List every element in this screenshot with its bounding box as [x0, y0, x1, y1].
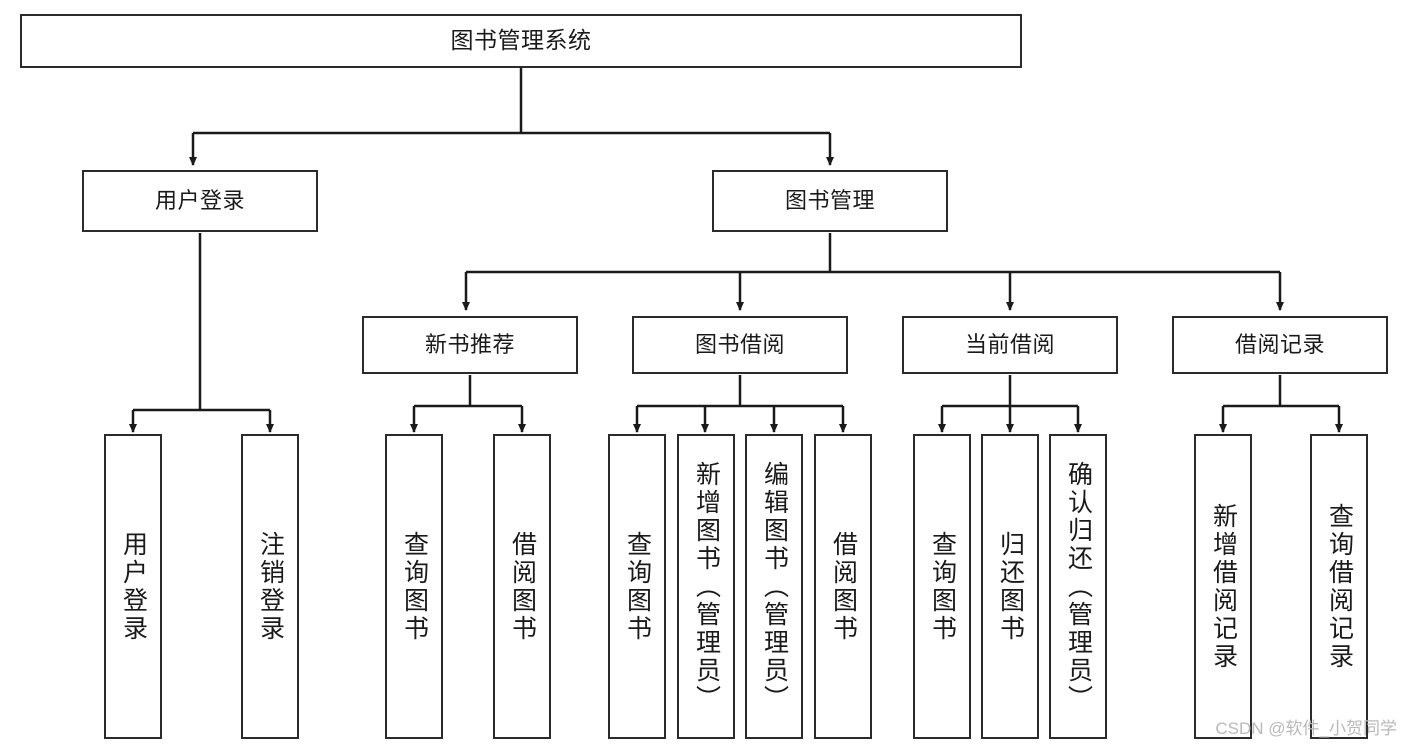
node-root-label: 图书管理系统: [450, 27, 592, 54]
node-new-book-recommend-label: 新书推荐: [424, 332, 515, 358]
node-leaf-borrow-book-1[interactable]: 借阅图书: [493, 434, 551, 739]
node-leaf-confirm-return-label: 确认归还（管理员）: [1064, 460, 1093, 713]
node-leaf-query-book-1-label: 查询图书: [400, 530, 429, 643]
node-leaf-borrow-book-1-label: 借阅图书: [508, 530, 537, 643]
node-leaf-logout-login-label: 注销登录: [256, 530, 285, 643]
node-leaf-return-book-label: 归还图书: [996, 530, 1025, 643]
node-user-login-label: 用户登录: [154, 188, 245, 214]
node-leaf-borrow-book-2[interactable]: 借阅图书: [814, 434, 872, 739]
node-leaf-query-book-3-label: 查询图书: [928, 530, 957, 643]
node-book-manage[interactable]: 图书管理: [712, 170, 948, 232]
node-new-book-recommend[interactable]: 新书推荐: [362, 316, 578, 374]
node-leaf-add-record-label: 新增借阅记录: [1209, 502, 1238, 671]
node-leaf-query-book-2[interactable]: 查询图书: [608, 434, 666, 739]
node-user-login[interactable]: 用户登录: [82, 170, 318, 232]
node-leaf-add-book-label: 新增图书（管理员）: [692, 460, 721, 713]
node-leaf-add-book[interactable]: 新增图书（管理员）: [677, 434, 735, 739]
watermark: CSDN @软件_小贺同学: [1215, 719, 1397, 738]
node-book-borrow-label: 图书借阅: [694, 332, 785, 358]
node-leaf-edit-book[interactable]: 编辑图书（管理员）: [745, 434, 803, 739]
node-leaf-query-book-2-label: 查询图书: [623, 530, 652, 643]
node-book-borrow[interactable]: 图书借阅: [632, 316, 848, 374]
node-leaf-query-book-1[interactable]: 查询图书: [385, 434, 443, 739]
node-leaf-query-record[interactable]: 查询借阅记录: [1310, 434, 1368, 739]
node-leaf-return-book[interactable]: 归还图书: [981, 434, 1039, 739]
node-leaf-user-login[interactable]: 用户登录: [104, 434, 162, 739]
node-root[interactable]: 图书管理系统: [20, 14, 1022, 68]
node-leaf-user-login-label: 用户登录: [119, 530, 148, 643]
node-leaf-add-record[interactable]: 新增借阅记录: [1194, 434, 1252, 739]
node-leaf-borrow-book-2-label: 借阅图书: [829, 530, 858, 643]
node-current-borrow-label: 当前借阅: [964, 332, 1055, 358]
node-borrow-record-label: 借阅记录: [1234, 332, 1325, 358]
node-leaf-edit-book-label: 编辑图书（管理员）: [760, 460, 789, 713]
node-leaf-query-book-3[interactable]: 查询图书: [913, 434, 971, 739]
node-leaf-logout-login[interactable]: 注销登录: [241, 434, 299, 739]
node-leaf-confirm-return[interactable]: 确认归还（管理员）: [1049, 434, 1107, 739]
node-current-borrow[interactable]: 当前借阅: [902, 316, 1118, 374]
node-book-manage-label: 图书管理: [784, 188, 875, 214]
node-borrow-record[interactable]: 借阅记录: [1172, 316, 1388, 374]
node-leaf-query-record-label: 查询借阅记录: [1325, 502, 1354, 671]
